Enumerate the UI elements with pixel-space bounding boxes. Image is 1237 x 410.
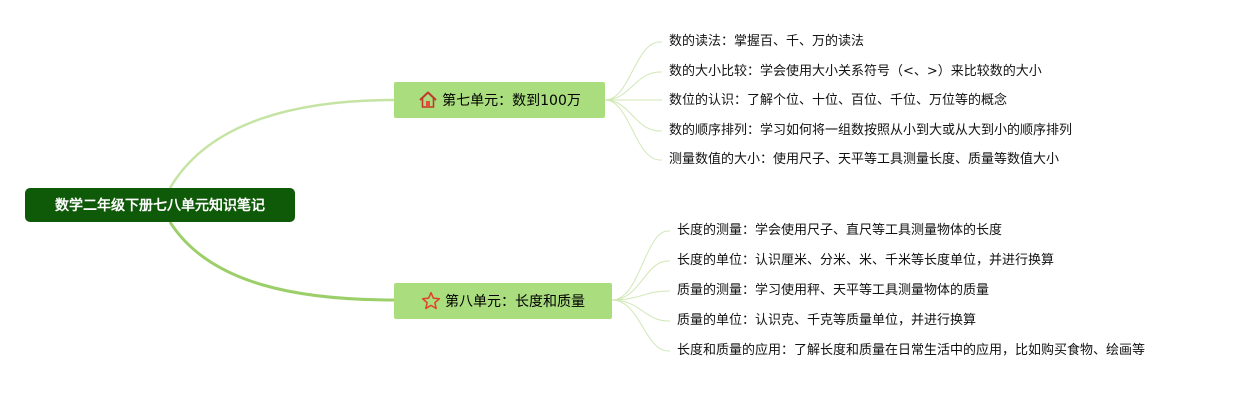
branch7-leaf-connectors: [604, 41, 662, 161]
leaf-unit8-2[interactable]: 长度的单位：认识厘米、分米、米、千米等长度单位，并进行换算: [677, 253, 1055, 268]
branch-unit-8[interactable]: 第八单元：长度和质量: [394, 283, 612, 319]
leaf-unit8-3[interactable]: 质量的测量：学习使用秤、天平等工具测量物体的质量: [677, 283, 990, 298]
leaf-unit8-4[interactable]: 质量的单位：认识克、千克等质量单位，并进行换算: [677, 313, 977, 328]
home-icon: [419, 91, 437, 108]
branch-unit-7-label: 第七单元：数到100万: [442, 93, 581, 109]
connector-root-branch8: [168, 221, 395, 302]
leaf-unit8-1[interactable]: 长度的测量：学会使用尺子、直尺等工具测量物体的长度: [677, 223, 1003, 238]
leaf-unit7-3[interactable]: 数位的认识：了解个位、十位、百位、千位、万位等的概念: [669, 93, 1008, 108]
leaf-unit7-1[interactable]: 数的读法：掌握百、千、万的读法: [669, 34, 865, 49]
branch-unit-7[interactable]: 第七单元：数到100万: [394, 82, 605, 118]
leaf-unit8-5[interactable]: 长度和质量的应用：了解长度和质量在日常生活中的应用，比如购买食物、绘画等: [677, 343, 1146, 358]
leaf-unit7-4[interactable]: 数的顺序排列：学习如何将一组数按照从小到大或从大到小的顺序排列: [669, 123, 1073, 138]
root-topic[interactable]: 数学二年级下册七八单元知识笔记: [25, 188, 295, 222]
leaf-unit7-2[interactable]: 数的大小比较：学会使用大小关系符号（<、>）来比较数的大小: [669, 64, 1042, 79]
root-topic-label: 数学二年级下册七八单元知识笔记: [55, 198, 265, 214]
connector-root-branch7: [168, 98, 395, 189]
star-icon: [421, 291, 441, 310]
branch-unit-8-label: 第八单元：长度和质量: [445, 294, 585, 310]
leaf-unit7-5[interactable]: 测量数值的大小：使用尺子、天平等工具测量长度、质量等数值大小: [669, 152, 1060, 167]
branch8-leaf-connectors: [611, 230, 670, 352]
